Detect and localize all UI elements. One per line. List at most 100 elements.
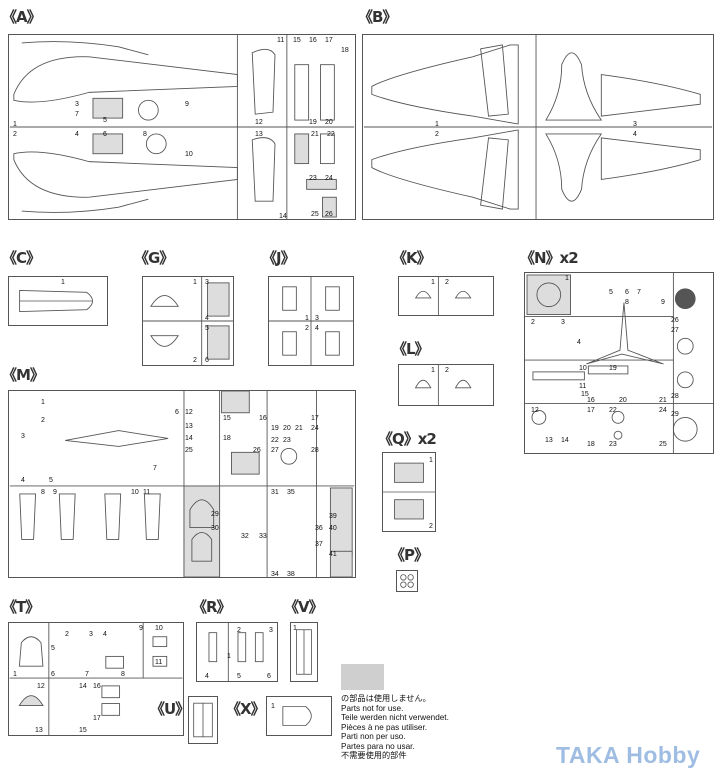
part-number: 35 — [287, 489, 295, 496]
watermark: TAKA Hobby — [556, 742, 701, 768]
part-number: 27 — [671, 327, 679, 334]
part-number: 14 — [561, 437, 569, 444]
part-number: 16 — [309, 37, 317, 44]
sprue-b-drawing — [363, 35, 713, 219]
part-number: 2 — [193, 357, 197, 364]
part-number: 1 — [435, 121, 439, 128]
sprue-l-drawing — [414, 365, 472, 405]
part-number: 3 — [75, 101, 79, 108]
part-number: 7 — [153, 465, 157, 472]
part-number: 1 — [13, 671, 17, 678]
part-number: 3 — [315, 315, 319, 322]
sprue-u-frame — [188, 696, 218, 744]
part-number: 17 — [325, 37, 333, 44]
part-number: 11 — [143, 489, 151, 496]
part-number: 2 — [531, 319, 535, 326]
part-number: 24 — [325, 175, 333, 182]
sprue-k-drawing — [414, 277, 472, 315]
sprue-b-label: 《B》 — [358, 8, 397, 26]
sprue-j-drawing — [269, 277, 353, 365]
part-number: 22 — [271, 437, 279, 444]
sprue-j-frame: 1 2 3 4 — [268, 276, 354, 366]
sprue-x-frame: 1 — [266, 696, 332, 736]
part-number: 24 — [659, 407, 667, 414]
part-number: 9 — [661, 299, 665, 306]
part-number: 1 — [41, 399, 45, 406]
part-number: 13 — [35, 727, 43, 734]
sprue-k-label: 《K》 — [392, 249, 432, 267]
part-number: 2 — [445, 367, 449, 374]
part-number: 23 — [283, 437, 291, 444]
part-number: 3 — [205, 279, 209, 286]
legend-line: Partes para no usar. — [341, 741, 415, 751]
sprue-a-label: 《A》 — [2, 8, 42, 26]
sprue-g-drawing — [143, 277, 233, 365]
sprue-u-drawing — [193, 702, 213, 738]
part-number: 30 — [211, 525, 219, 532]
part-number: 13 — [185, 423, 193, 430]
part-number: 22 — [327, 131, 335, 138]
sprue-a-drawing — [9, 35, 355, 219]
sprue-v-label: 《V》 — [284, 598, 324, 616]
part-number: 8 — [41, 489, 45, 496]
part-number: 39 — [329, 513, 337, 520]
sprue-x-drawing — [282, 706, 312, 726]
sprue-p-drawing — [400, 574, 414, 588]
sprue-n-drawing — [525, 273, 713, 453]
sprue-v-frame: 1 — [290, 622, 318, 682]
sprue-n-label: 《N》x2 — [520, 249, 579, 267]
sprue-t-frame: 1 2 3 4 5 6 7 8 9 10 11 12 13 14 15 16 1… — [8, 622, 184, 736]
part-number: 2 — [435, 131, 439, 138]
part-number: 2 — [429, 523, 433, 530]
sprue-u-label: 《U》 — [150, 700, 190, 718]
part-number: 23 — [309, 175, 317, 182]
sprue-n-frame: 1 2 3 4 5 6 7 8 9 10 11 12 13 14 15 16 1… — [524, 272, 714, 454]
part-number: 2 — [305, 325, 309, 332]
part-number: 4 — [103, 631, 107, 638]
part-number: 10 — [131, 489, 139, 496]
part-number: 19 — [309, 119, 317, 126]
part-number: 4 — [205, 673, 209, 680]
sprue-v-drawing — [296, 629, 312, 675]
part-number: 24 — [311, 425, 319, 432]
part-number: 20 — [619, 397, 627, 404]
sprue-g-frame: 1 2 3 4 5 6 — [142, 276, 234, 366]
sprue-p-label: 《P》 — [390, 546, 429, 564]
part-number: 7 — [75, 111, 79, 118]
part-number: 16 — [587, 397, 595, 404]
sprue-g-label: 《G》 — [134, 249, 174, 267]
part-number: 2 — [13, 131, 17, 138]
part-number: 4 — [315, 325, 319, 332]
part-number: 15 — [223, 415, 231, 422]
part-number: 4 — [633, 131, 637, 138]
part-number: 37 — [315, 541, 323, 548]
part-number: 17 — [93, 715, 101, 722]
part-number: 26 — [253, 447, 261, 454]
part-number: 28 — [311, 447, 319, 454]
part-number: 21 — [659, 397, 667, 404]
part-number: 20 — [325, 119, 333, 126]
legend-line: 不需要使用的部件 — [341, 751, 407, 760]
part-number: 8 — [121, 671, 125, 678]
sprue-c-drawing — [19, 289, 93, 313]
part-number: 36 — [315, 525, 323, 532]
part-number: 18 — [223, 435, 231, 442]
part-number: 1 — [431, 367, 435, 374]
sprue-l-label: 《L》 — [392, 340, 430, 358]
part-number: 15 — [293, 37, 301, 44]
legend-text: の部品は使用しません。 Parts not for use. Teile wer… — [341, 694, 449, 761]
sprue-m-drawing — [9, 391, 355, 577]
part-number: 4 — [205, 315, 209, 322]
legend-line: の部品は使用しません。 — [341, 694, 431, 703]
part-number: 26 — [325, 211, 333, 218]
part-number: 2 — [65, 631, 69, 638]
part-number: 14 — [79, 683, 87, 690]
part-number: 8 — [143, 131, 147, 138]
sprue-x-label: 《X》 — [226, 700, 266, 718]
sprue-q-frame: 1 2 — [382, 452, 436, 532]
part-number: 3 — [633, 121, 637, 128]
part-number: 5 — [609, 289, 613, 296]
sprue-q-drawing — [383, 462, 435, 520]
part-number: 25 — [311, 211, 319, 218]
part-number: 6 — [205, 357, 209, 364]
